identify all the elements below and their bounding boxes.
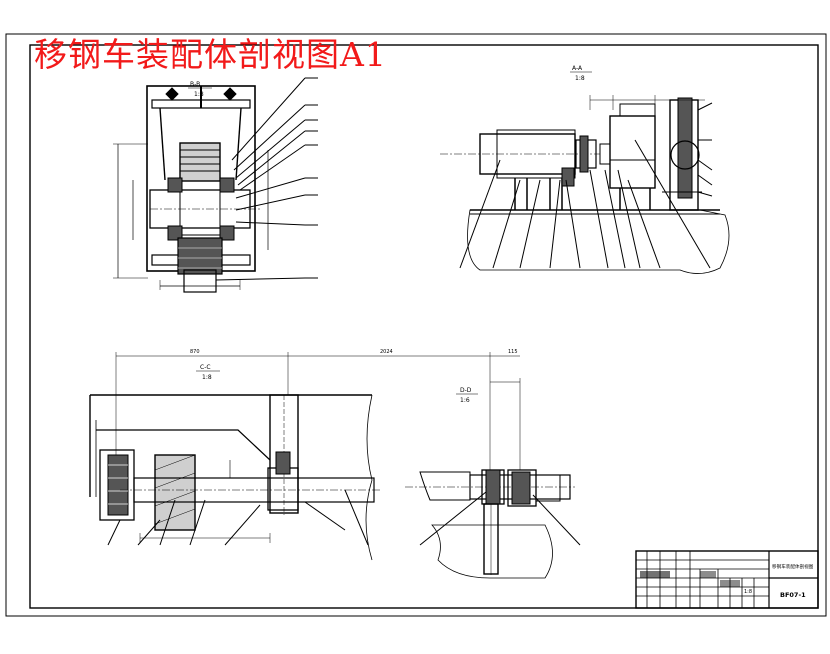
view-b-scale: 1:8 <box>575 75 585 82</box>
view-c-label: C-C <box>200 364 211 371</box>
view-c-scale: 1:8 <box>202 374 212 381</box>
title-block-scale: 1:8 <box>744 589 752 595</box>
view-b-label: A-A <box>572 65 583 72</box>
view-d-dim-top: 115 <box>508 349 518 355</box>
drawing-number: BF07-1 <box>780 591 806 599</box>
view-a-section: B-B 1:8 <box>113 77 318 293</box>
view-c-section: C-C 1:8 870 2024 <box>89 349 520 561</box>
view-d-scale: 1:6 <box>460 397 470 404</box>
view-d-label: D-D <box>460 387 472 394</box>
drawing-title: 移钢车装配体剖视图A1 <box>34 35 387 74</box>
outer-border <box>5 33 827 617</box>
title-block-name: 移钢车装配体剖视图 <box>772 563 814 570</box>
title-block: 移钢车装配体剖视图 1:8 BF07-1 <box>635 550 819 609</box>
view-a-scale: 1:8 <box>194 91 204 98</box>
view-c-dim-right: 2024 <box>380 349 393 355</box>
view-a-label: B-B <box>190 81 200 88</box>
view-c-dim-left: 870 <box>190 349 200 355</box>
inner-frame <box>29 44 819 609</box>
view-d-section: D-D 1:6 115 <box>405 349 581 579</box>
view-b-section: A-A 1:8 <box>440 65 730 274</box>
